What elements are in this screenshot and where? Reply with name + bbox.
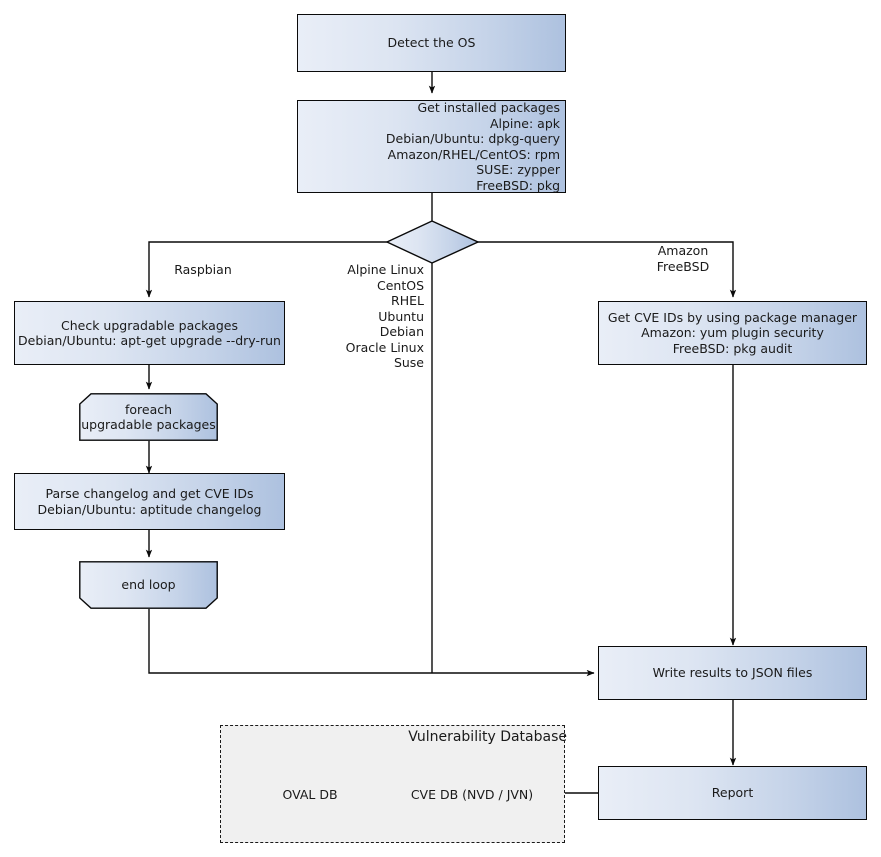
node-detect-os-label: Detect the OS <box>387 35 476 51</box>
node-foreach-loop-start-label: foreach upgradable packages <box>81 401 216 433</box>
node-get-cve-ids-label: Get CVE IDs by using package manager Ama… <box>607 309 858 356</box>
edge-endloop-to-write <box>148 609 595 677</box>
node-get-installed-packages[interactable]: Get installed packages Alpine: apk Debia… <box>297 100 566 193</box>
edge-label-middle-distros: Alpine Linux CentOS RHEL Ubuntu Debian O… <box>345 262 424 370</box>
node-get-installed-packages-label: Get installed packages Alpine: apk Debia… <box>385 100 560 193</box>
node-foreach-loop-start[interactable]: foreach upgradable packages <box>79 393 218 441</box>
foreach-shape-outline <box>79 393 218 441</box>
vulnerability-database-group <box>220 725 565 843</box>
node-check-upgradable-packages[interactable]: Check upgradable packages Debian/Ubuntu:… <box>14 301 285 365</box>
node-detect-os[interactable]: Detect the OS <box>297 14 566 72</box>
edge-decision-raspbian <box>145 241 394 298</box>
node-write-results-label: Write results to JSON files <box>652 665 813 681</box>
node-parse-changelog-label: Parse changelog and get CVE IDs Debian/U… <box>37 486 262 517</box>
node-get-cve-ids[interactable]: Get CVE IDs by using package manager Ama… <box>598 301 867 365</box>
node-check-upgradable-packages-label: Check upgradable packages Debian/Ubuntu:… <box>18 317 281 349</box>
edge-decision-amazon <box>471 241 737 298</box>
os-decision-diamond[interactable] <box>385 220 480 264</box>
endloop-shape-outline <box>79 561 218 609</box>
endloop-shape-fill <box>79 561 218 609</box>
edge-label-amazon-freebsd: Amazon FreeBSD <box>656 243 710 274</box>
edge-label-raspbian: Raspbian <box>174 262 232 277</box>
node-loop-end-label: end loop <box>121 577 176 593</box>
foreach-shape-fill <box>79 393 218 441</box>
node-write-results[interactable]: Write results to JSON files <box>598 646 867 700</box>
node-parse-changelog[interactable]: Parse changelog and get CVE IDs Debian/U… <box>14 473 285 530</box>
node-report[interactable]: Report <box>598 766 867 820</box>
node-loop-end[interactable]: end loop <box>79 561 218 609</box>
node-report-label: Report <box>711 785 754 801</box>
vulnerability-database-title: Vulnerability Database <box>408 729 567 745</box>
